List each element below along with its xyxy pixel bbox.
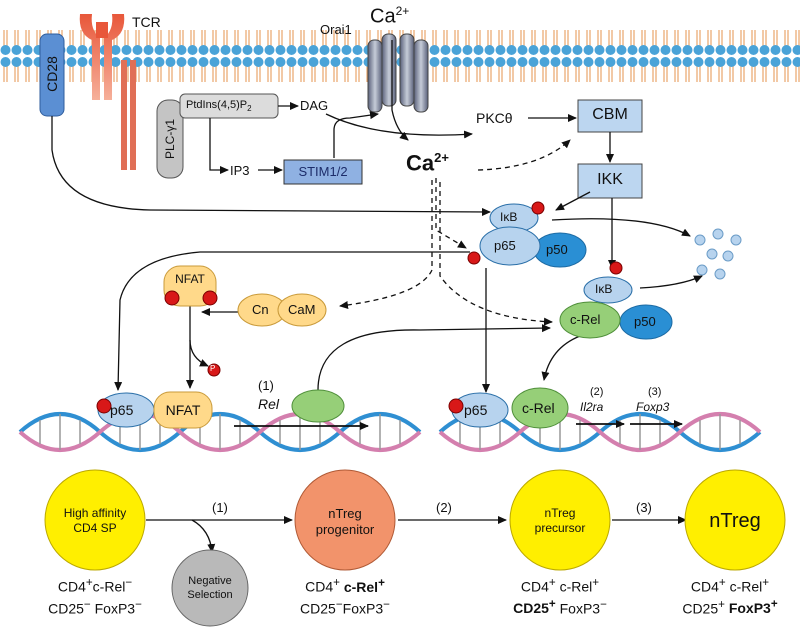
label-dag: DAG bbox=[300, 98, 329, 113]
arrow-p65-to-nucleus-left bbox=[114, 251, 470, 391]
cell-ntreg bbox=[684, 469, 786, 571]
p65-1 bbox=[479, 226, 541, 266]
label-step2: (2) bbox=[590, 386, 604, 398]
dna-left bbox=[18, 412, 422, 452]
label-cell4: nTreg bbox=[709, 510, 761, 532]
arrow-stim-to-orai bbox=[333, 111, 379, 158]
arrow-ca-to-cbm bbox=[477, 139, 571, 171]
phosphate-p65-1 bbox=[467, 251, 481, 265]
nfat-nuc-left bbox=[153, 391, 213, 429]
label-ikk: IKK bbox=[597, 171, 623, 188]
label-ikb-1: IκB bbox=[500, 210, 518, 224]
cell-negative-selection bbox=[171, 549, 249, 627]
label-stim: STIM1/2 bbox=[298, 164, 348, 179]
phosphate-p65-nuc-right bbox=[448, 398, 464, 414]
label-lineage-arrow2: (2) bbox=[436, 500, 452, 515]
phosphate-ikb1 bbox=[531, 201, 545, 215]
label-cn: Cn bbox=[252, 302, 269, 317]
caption-cell2: CD4+ c-Rel+ CD25−FoxP3− bbox=[300, 576, 390, 617]
label-ca-top: Ca2+ bbox=[370, 4, 410, 28]
label-phospho-free: P bbox=[210, 364, 216, 373]
label-p65-nuc-right: p65 bbox=[464, 402, 488, 418]
label-plc: PLC-γ1 bbox=[163, 119, 177, 160]
arrow-ca-to-crel bbox=[439, 182, 553, 326]
caption-cell1: CD4+c-Rel− CD25− FoxP3− bbox=[48, 576, 142, 617]
label-crel-cyto: c-Rel bbox=[570, 312, 601, 327]
arrow-ikb1-degradation bbox=[551, 218, 691, 237]
label-cam: CaM bbox=[288, 302, 316, 317]
label-p50-1: p50 bbox=[546, 242, 568, 257]
label-il2ra: Il2ra bbox=[580, 400, 604, 414]
degraded-ikb-dots bbox=[694, 228, 742, 280]
label-ca-mid: Ca2+ bbox=[406, 150, 449, 176]
label-p50-2: p50 bbox=[634, 314, 656, 329]
phosphate-nfat-b bbox=[202, 290, 218, 306]
label-orai1: Orai1 bbox=[320, 22, 352, 37]
label-tcr: TCR bbox=[132, 14, 161, 30]
arrow-ikk-to-ikb1 bbox=[555, 191, 591, 211]
crel-cyto bbox=[559, 301, 621, 339]
arrow-ca-to-p65 bbox=[435, 178, 467, 249]
plc-gamma1 bbox=[156, 99, 184, 179]
label-nfat-nuc-left: NFAT bbox=[165, 402, 201, 418]
label-p65-1: p65 bbox=[494, 238, 516, 253]
arrow-rel-to-crel bbox=[317, 324, 551, 391]
crel-nuc-right bbox=[511, 387, 569, 429]
label-ip3: IP3 bbox=[230, 163, 250, 178]
label-foxp3-gene: Foxp3 bbox=[636, 400, 670, 414]
phosphate-groups bbox=[96, 201, 623, 414]
label-lineage-arrow3: (3) bbox=[636, 500, 652, 515]
arrow-orai-ca-influx bbox=[391, 40, 409, 141]
arrow-nfat-dephospho bbox=[189, 339, 209, 367]
arrow-cd28-to-ikb bbox=[51, 116, 491, 216]
cell-ntreg-progenitor bbox=[294, 469, 396, 571]
arrow-dag-to-pkc bbox=[325, 113, 473, 139]
label-lineage-arrow1: (1) bbox=[212, 500, 228, 515]
tcr-receptor bbox=[79, 14, 136, 170]
cbm-box bbox=[577, 99, 643, 133]
label-rel-gene: Rel bbox=[258, 396, 280, 412]
stim-box bbox=[283, 159, 363, 185]
label-pip2: PtdIns(4,5)P2 bbox=[186, 99, 252, 114]
label-step3: (3) bbox=[648, 386, 662, 398]
label-cbm: CBM bbox=[592, 106, 628, 123]
label-nfat-cyto: NFAT bbox=[175, 272, 205, 286]
label-p65-nuc-left: p65 bbox=[110, 402, 134, 418]
phosphate-free bbox=[207, 363, 221, 377]
phosphate-nfat-a bbox=[164, 290, 180, 306]
label-pkc: PKCθ bbox=[476, 110, 513, 126]
arrow-ikb2-degradation bbox=[639, 275, 703, 289]
arrow-crel-to-nucleus bbox=[541, 335, 581, 381]
arrow-ca-to-cam bbox=[339, 180, 433, 309]
arrow-pip2-to-ip3 bbox=[209, 118, 229, 174]
label-step1: (1) bbox=[258, 378, 274, 393]
label-crel-nuc-right: c-Rel bbox=[522, 400, 555, 416]
arrow-to-negative-selection bbox=[191, 519, 216, 553]
caption-cell4: CD4+ c-Rel+ CD25+ FoxP3+ bbox=[682, 576, 778, 617]
ikb-2 bbox=[583, 276, 633, 304]
phosphate-ikb2 bbox=[609, 261, 623, 275]
cell-ntreg-precursor bbox=[509, 469, 611, 571]
caption-cell3: CD4+ c-Rel+ CD25+ FoxP3− bbox=[513, 576, 607, 617]
crel-on-rel-gene bbox=[291, 389, 345, 423]
label-ikb-2: IκB bbox=[595, 282, 613, 296]
label-cd28: CD28 bbox=[44, 56, 60, 92]
cam bbox=[277, 293, 327, 327]
cell-high-affinity-cd4sp bbox=[44, 469, 146, 571]
phosphate-p65-nuc-left bbox=[96, 398, 112, 414]
